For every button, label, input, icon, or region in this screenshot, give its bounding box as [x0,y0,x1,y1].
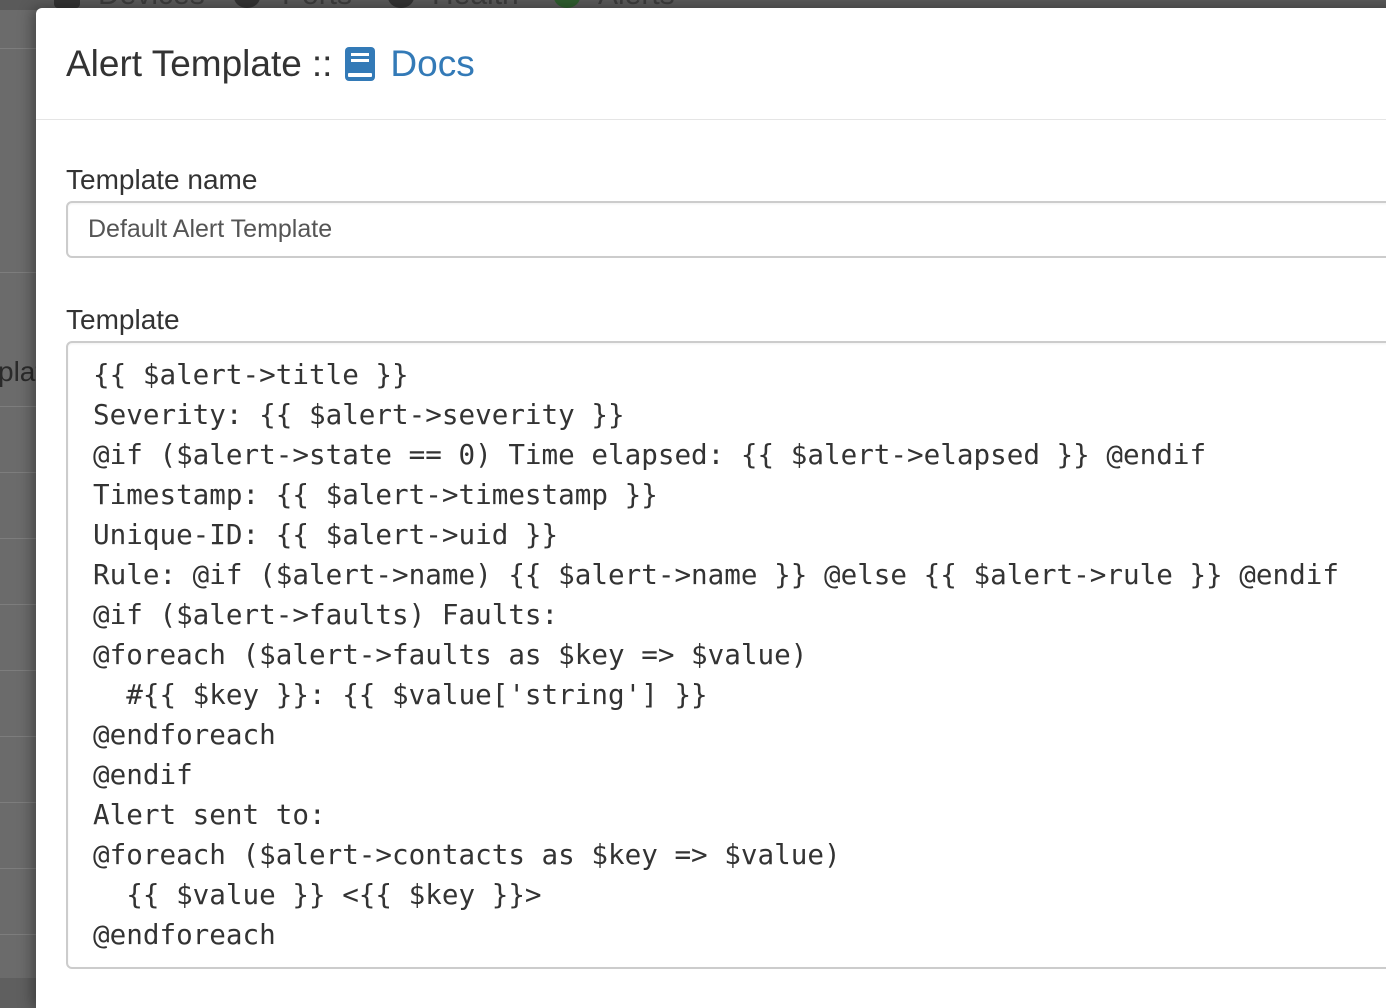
template-line: @if ($alert->state == 0) Time elapsed: {… [93,438,1207,471]
template-line: #{{ $key }}: {{ $value['string'] }} [93,678,708,711]
nav-item-devices: Devices [98,0,205,10]
background-divider [0,934,38,935]
background-divider [0,406,38,407]
heartbeat-icon [388,0,414,8]
template-line: @foreach ($alert->contacts as $key => $v… [93,838,841,871]
template-line: Alert sent to: [93,798,326,831]
template-textarea[interactable]: {{ $alert->title }} Severity: {{ $alert-… [66,341,1386,969]
background-divider [0,736,38,737]
template-line: @endif [93,758,193,791]
background-divider [0,802,38,803]
link-icon [234,0,260,8]
background-divider [0,538,38,539]
modal-title-text: Alert Template [66,43,302,84]
background-divider [0,48,38,49]
book-icon [344,47,376,81]
template-line: Unique-ID: {{ $alert->uid }} [93,518,559,551]
template-line: @endforeach [93,918,276,951]
template-line: Rule: @if ($alert->name) {{ $alert->name… [93,558,1339,591]
template-line: @foreach ($alert->faults as $key => $val… [93,638,808,671]
template-line: @endforeach [93,718,276,751]
nav-item-health: Health [432,0,519,10]
server-icon [54,0,80,8]
title-separator: :: [311,43,333,84]
template-line: @if ($alert->faults) Faults: [93,598,559,631]
docs-link[interactable]: Docs [344,42,475,86]
background-table-text: plat [0,356,44,387]
background-divider [0,868,38,869]
template-line: {{ $value }} <{{ $key }}> [93,878,542,911]
modal-header: Alert Template :: Docs [36,8,1386,120]
template-name-label: Template name [66,164,258,195]
template-line: {{ $alert->title }} [93,358,409,391]
template-line: Timestamp: {{ $alert->timestamp }} [93,478,658,511]
background-divider [0,272,38,273]
template-line: Severity: {{ $alert->severity }} [93,398,625,431]
template-label: Template [66,304,180,335]
background-divider [0,670,38,671]
docs-link-label: Docs [390,43,475,84]
background-divider [0,604,38,605]
modal-title: Alert Template :: Docs [66,42,475,86]
template-name-input[interactable] [66,201,1386,258]
bell-icon [554,0,580,8]
nav-item-ports: Ports [282,0,352,10]
alert-template-modal: Alert Template :: Docs Template name Tem… [36,8,1386,1008]
background-divider [0,472,38,473]
